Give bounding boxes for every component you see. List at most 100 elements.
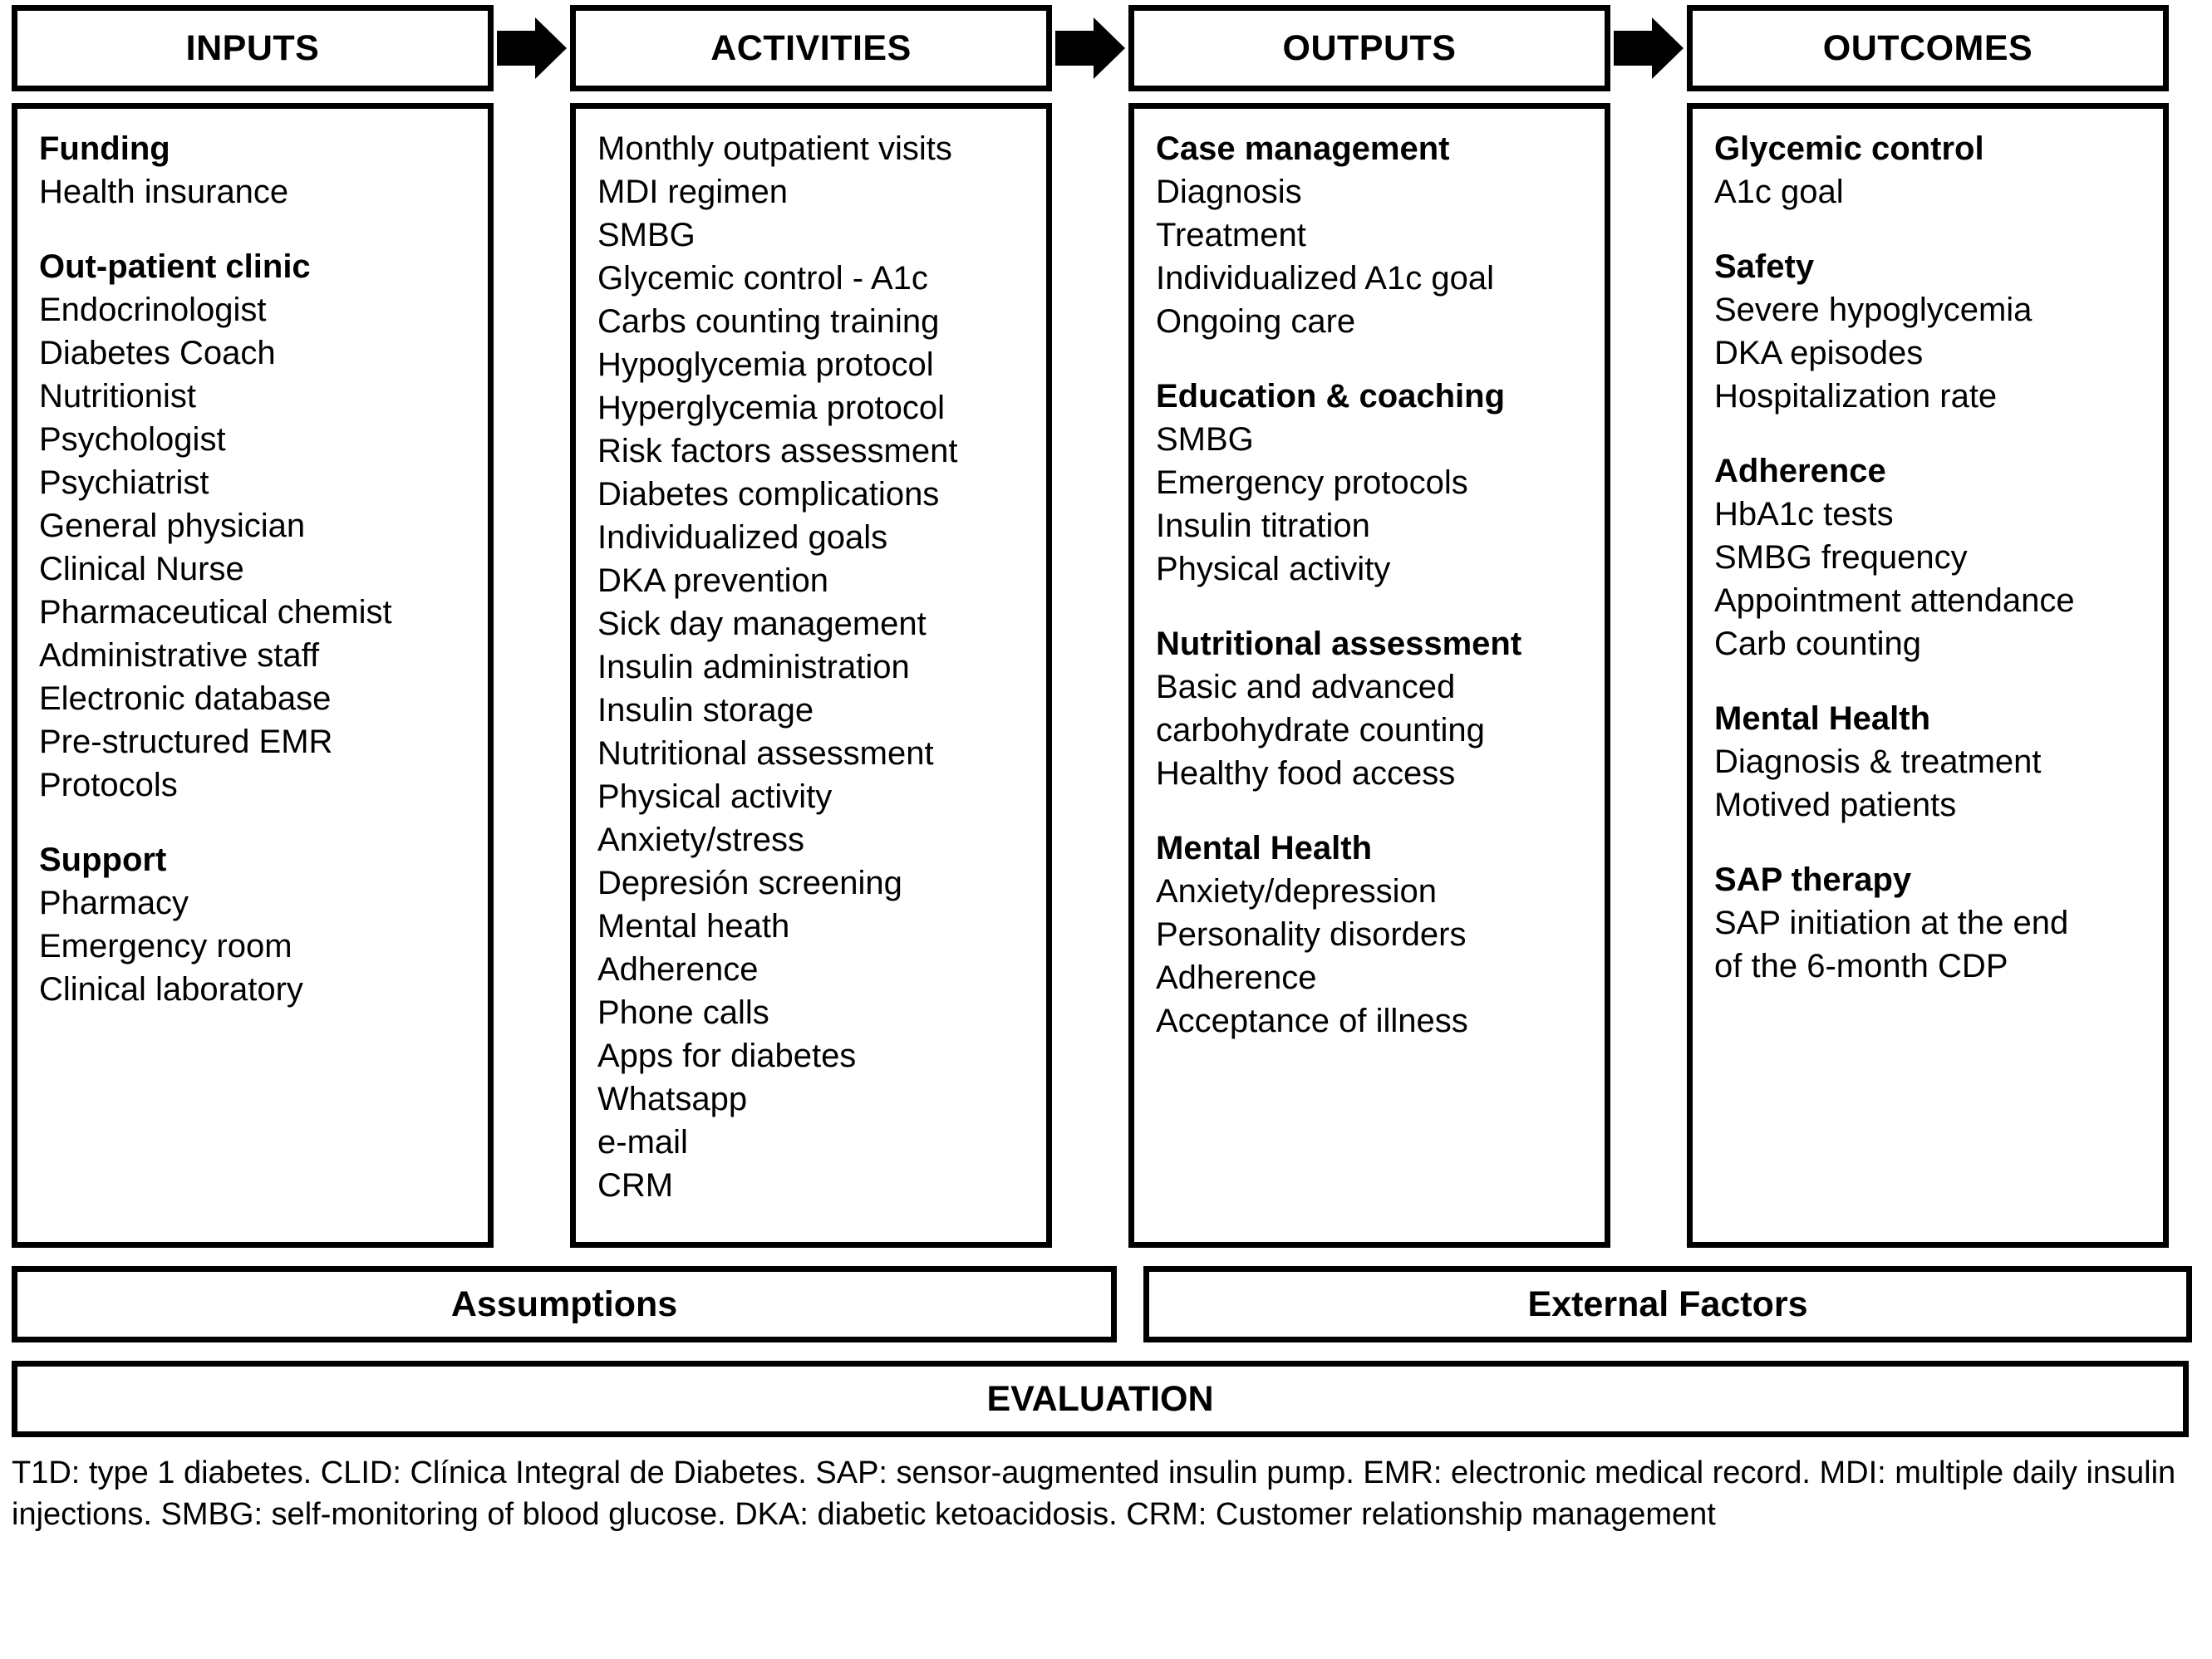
list-item: Insulin storage bbox=[597, 692, 814, 729]
list-item: Endocrinologist bbox=[39, 292, 267, 328]
list-item: Individualized A1c goal bbox=[1156, 260, 1494, 297]
group-title: SAP therapy bbox=[1714, 861, 1912, 898]
list-item: Diabetes complications bbox=[597, 476, 940, 513]
list-item: Mental heath bbox=[597, 908, 790, 945]
list-item: Protocols bbox=[39, 767, 178, 803]
header-activities: ACTIVITIES bbox=[570, 5, 1052, 91]
list-item: Nutritional assessment bbox=[597, 735, 934, 772]
right-arrow-icon bbox=[1055, 17, 1125, 79]
column-activities: Monthly outpatient visits MDI regimen SM… bbox=[570, 103, 1052, 1248]
list-item: Personality disorders bbox=[1156, 916, 1467, 953]
group-safety: Safety Severe hypoglycemia DKA episodes … bbox=[1714, 245, 2141, 418]
list-item: Health insurance bbox=[39, 174, 289, 210]
assumptions-external-row: Assumptions External Factors bbox=[12, 1266, 2200, 1342]
group-education-coaching: Education & coaching SMBG Emergency prot… bbox=[1156, 375, 1583, 591]
list-item: Acceptance of illness bbox=[1156, 1003, 1468, 1039]
header-activities-label: ACTIVITIES bbox=[710, 27, 912, 68]
group-nutritional-assessment: Nutritional assessment Basic and advance… bbox=[1156, 622, 1583, 795]
list-item: Psychiatrist bbox=[39, 464, 209, 501]
list-item: SMBG bbox=[597, 217, 696, 253]
arrow-activities-to-outputs bbox=[1052, 5, 1128, 91]
list-item: Individualized goals bbox=[597, 519, 888, 556]
column-inputs: Funding Health insurance Out-patient cli… bbox=[12, 103, 494, 1248]
list-item: Monthly outpatient visits bbox=[597, 130, 952, 167]
group-case-management: Case management Diagnosis Treatment Indi… bbox=[1156, 127, 1583, 343]
list-item: Ongoing care bbox=[1156, 303, 1356, 340]
list-item: Insulin administration bbox=[597, 649, 910, 685]
group-title: Safety bbox=[1714, 248, 1815, 285]
header-inputs: INPUTS bbox=[12, 5, 494, 91]
list-item: Diagnosis bbox=[1156, 174, 1302, 210]
group-title: Funding bbox=[39, 130, 170, 167]
list-item: Anxiety/depression bbox=[1156, 873, 1437, 910]
group-title: Support bbox=[39, 842, 167, 878]
list-item: Phone calls bbox=[597, 994, 769, 1031]
group-title: Out-patient clinic bbox=[39, 248, 311, 285]
group-sap-therapy: SAP therapy SAP initiation at the end of… bbox=[1714, 858, 2141, 988]
group-title: Mental Health bbox=[1156, 830, 1373, 866]
evaluation-label: EVALUATION bbox=[986, 1378, 1214, 1419]
footnote-abbreviations: T1D: type 1 diabetes. CLID: Clínica Inte… bbox=[12, 1455, 2176, 1532]
group-outpatient-clinic: Out-patient clinic Endocrinologist Diabe… bbox=[39, 245, 466, 807]
group-title: Glycemic control bbox=[1714, 130, 1984, 167]
list-item: Clinical Nurse bbox=[39, 551, 244, 587]
list-item: Anxiety/stress bbox=[597, 822, 804, 858]
header-outputs: OUTPUTS bbox=[1128, 5, 1610, 91]
list-item: Carb counting bbox=[1714, 626, 1922, 662]
list-item: Hypoglycemia protocol bbox=[597, 346, 934, 383]
group-adherence: Adherence HbA1c tests SMBG frequency App… bbox=[1714, 449, 2141, 665]
group-title: Education & coaching bbox=[1156, 378, 1506, 415]
external-factors-box: External Factors bbox=[1143, 1266, 2192, 1342]
list-item: Emergency room bbox=[39, 928, 292, 964]
list-item: A1c goal bbox=[1714, 174, 1844, 210]
group-mental-health-outputs: Mental Health Anxiety/depression Persona… bbox=[1156, 827, 1583, 1043]
list-item: CRM bbox=[597, 1167, 674, 1204]
list-item: Healthy food access bbox=[1156, 755, 1456, 792]
list-item: Risk factors assessment bbox=[597, 433, 958, 469]
evaluation-box: EVALUATION bbox=[12, 1361, 2189, 1437]
list-item: Whatsapp bbox=[597, 1081, 748, 1117]
list-item: MDI regimen bbox=[597, 174, 788, 210]
right-arrow-icon bbox=[1614, 17, 1684, 79]
list-item: Diagnosis & treatment bbox=[1714, 744, 2042, 780]
list-item: Motived patients bbox=[1714, 787, 1957, 823]
list-item: Depresión screening bbox=[597, 865, 902, 901]
list-item: General physician bbox=[39, 508, 306, 544]
list-item: Nutritionist bbox=[39, 378, 196, 415]
external-factors-label: External Factors bbox=[1527, 1284, 1808, 1324]
list-item: Apps for diabetes bbox=[597, 1038, 857, 1074]
list-item: Treatment bbox=[1156, 217, 1306, 253]
list-item: Basic and advanced bbox=[1156, 669, 1456, 705]
list-item: Diabetes Coach bbox=[39, 335, 276, 371]
list-item: Electronic database bbox=[39, 680, 332, 717]
group-title: Mental Health bbox=[1714, 700, 1931, 737]
column-outputs: Case management Diagnosis Treatment Indi… bbox=[1128, 103, 1610, 1248]
group-mental-health-outcomes: Mental Health Diagnosis & treatment Moti… bbox=[1714, 697, 2141, 827]
list-item: Physical activity bbox=[597, 778, 833, 815]
list-item: Hyperglycemia protocol bbox=[597, 390, 945, 426]
list-item: Appointment attendance bbox=[1714, 582, 2075, 619]
list-item: Adherence bbox=[1156, 960, 1317, 996]
group-support: Support Pharmacy Emergency room Clinical… bbox=[39, 838, 466, 1011]
list-item: Adherence bbox=[597, 951, 759, 988]
list-item: Clinical laboratory bbox=[39, 971, 303, 1008]
list-item: Psychologist bbox=[39, 421, 226, 458]
header-inputs-label: INPUTS bbox=[185, 27, 320, 68]
list-item: DKA episodes bbox=[1714, 335, 1924, 371]
header-outcomes-label: OUTCOMES bbox=[1822, 27, 2033, 68]
group-title: Case management bbox=[1156, 130, 1450, 167]
list-item: of the 6-month CDP bbox=[1714, 948, 2008, 984]
evaluation-row: EVALUATION bbox=[12, 1361, 2200, 1437]
list-item: Emergency protocols bbox=[1156, 464, 1468, 501]
list-item: Administrative staff bbox=[39, 637, 320, 674]
list-item: Hospitalization rate bbox=[1714, 378, 1998, 415]
assumptions-box: Assumptions bbox=[12, 1266, 1117, 1342]
list-item: SAP initiation at the end bbox=[1714, 905, 2069, 941]
assumptions-label: Assumptions bbox=[450, 1284, 678, 1324]
list-item: Physical activity bbox=[1156, 551, 1391, 587]
columns-row: Funding Health insurance Out-patient cli… bbox=[12, 103, 2200, 1248]
header-row: INPUTS ACTIVITIES OUTPUTS OUTCOMES bbox=[12, 5, 2200, 91]
group-title: Nutritional assessment bbox=[1156, 626, 1522, 662]
group-glycemic-control: Glycemic control A1c goal bbox=[1714, 127, 2141, 214]
